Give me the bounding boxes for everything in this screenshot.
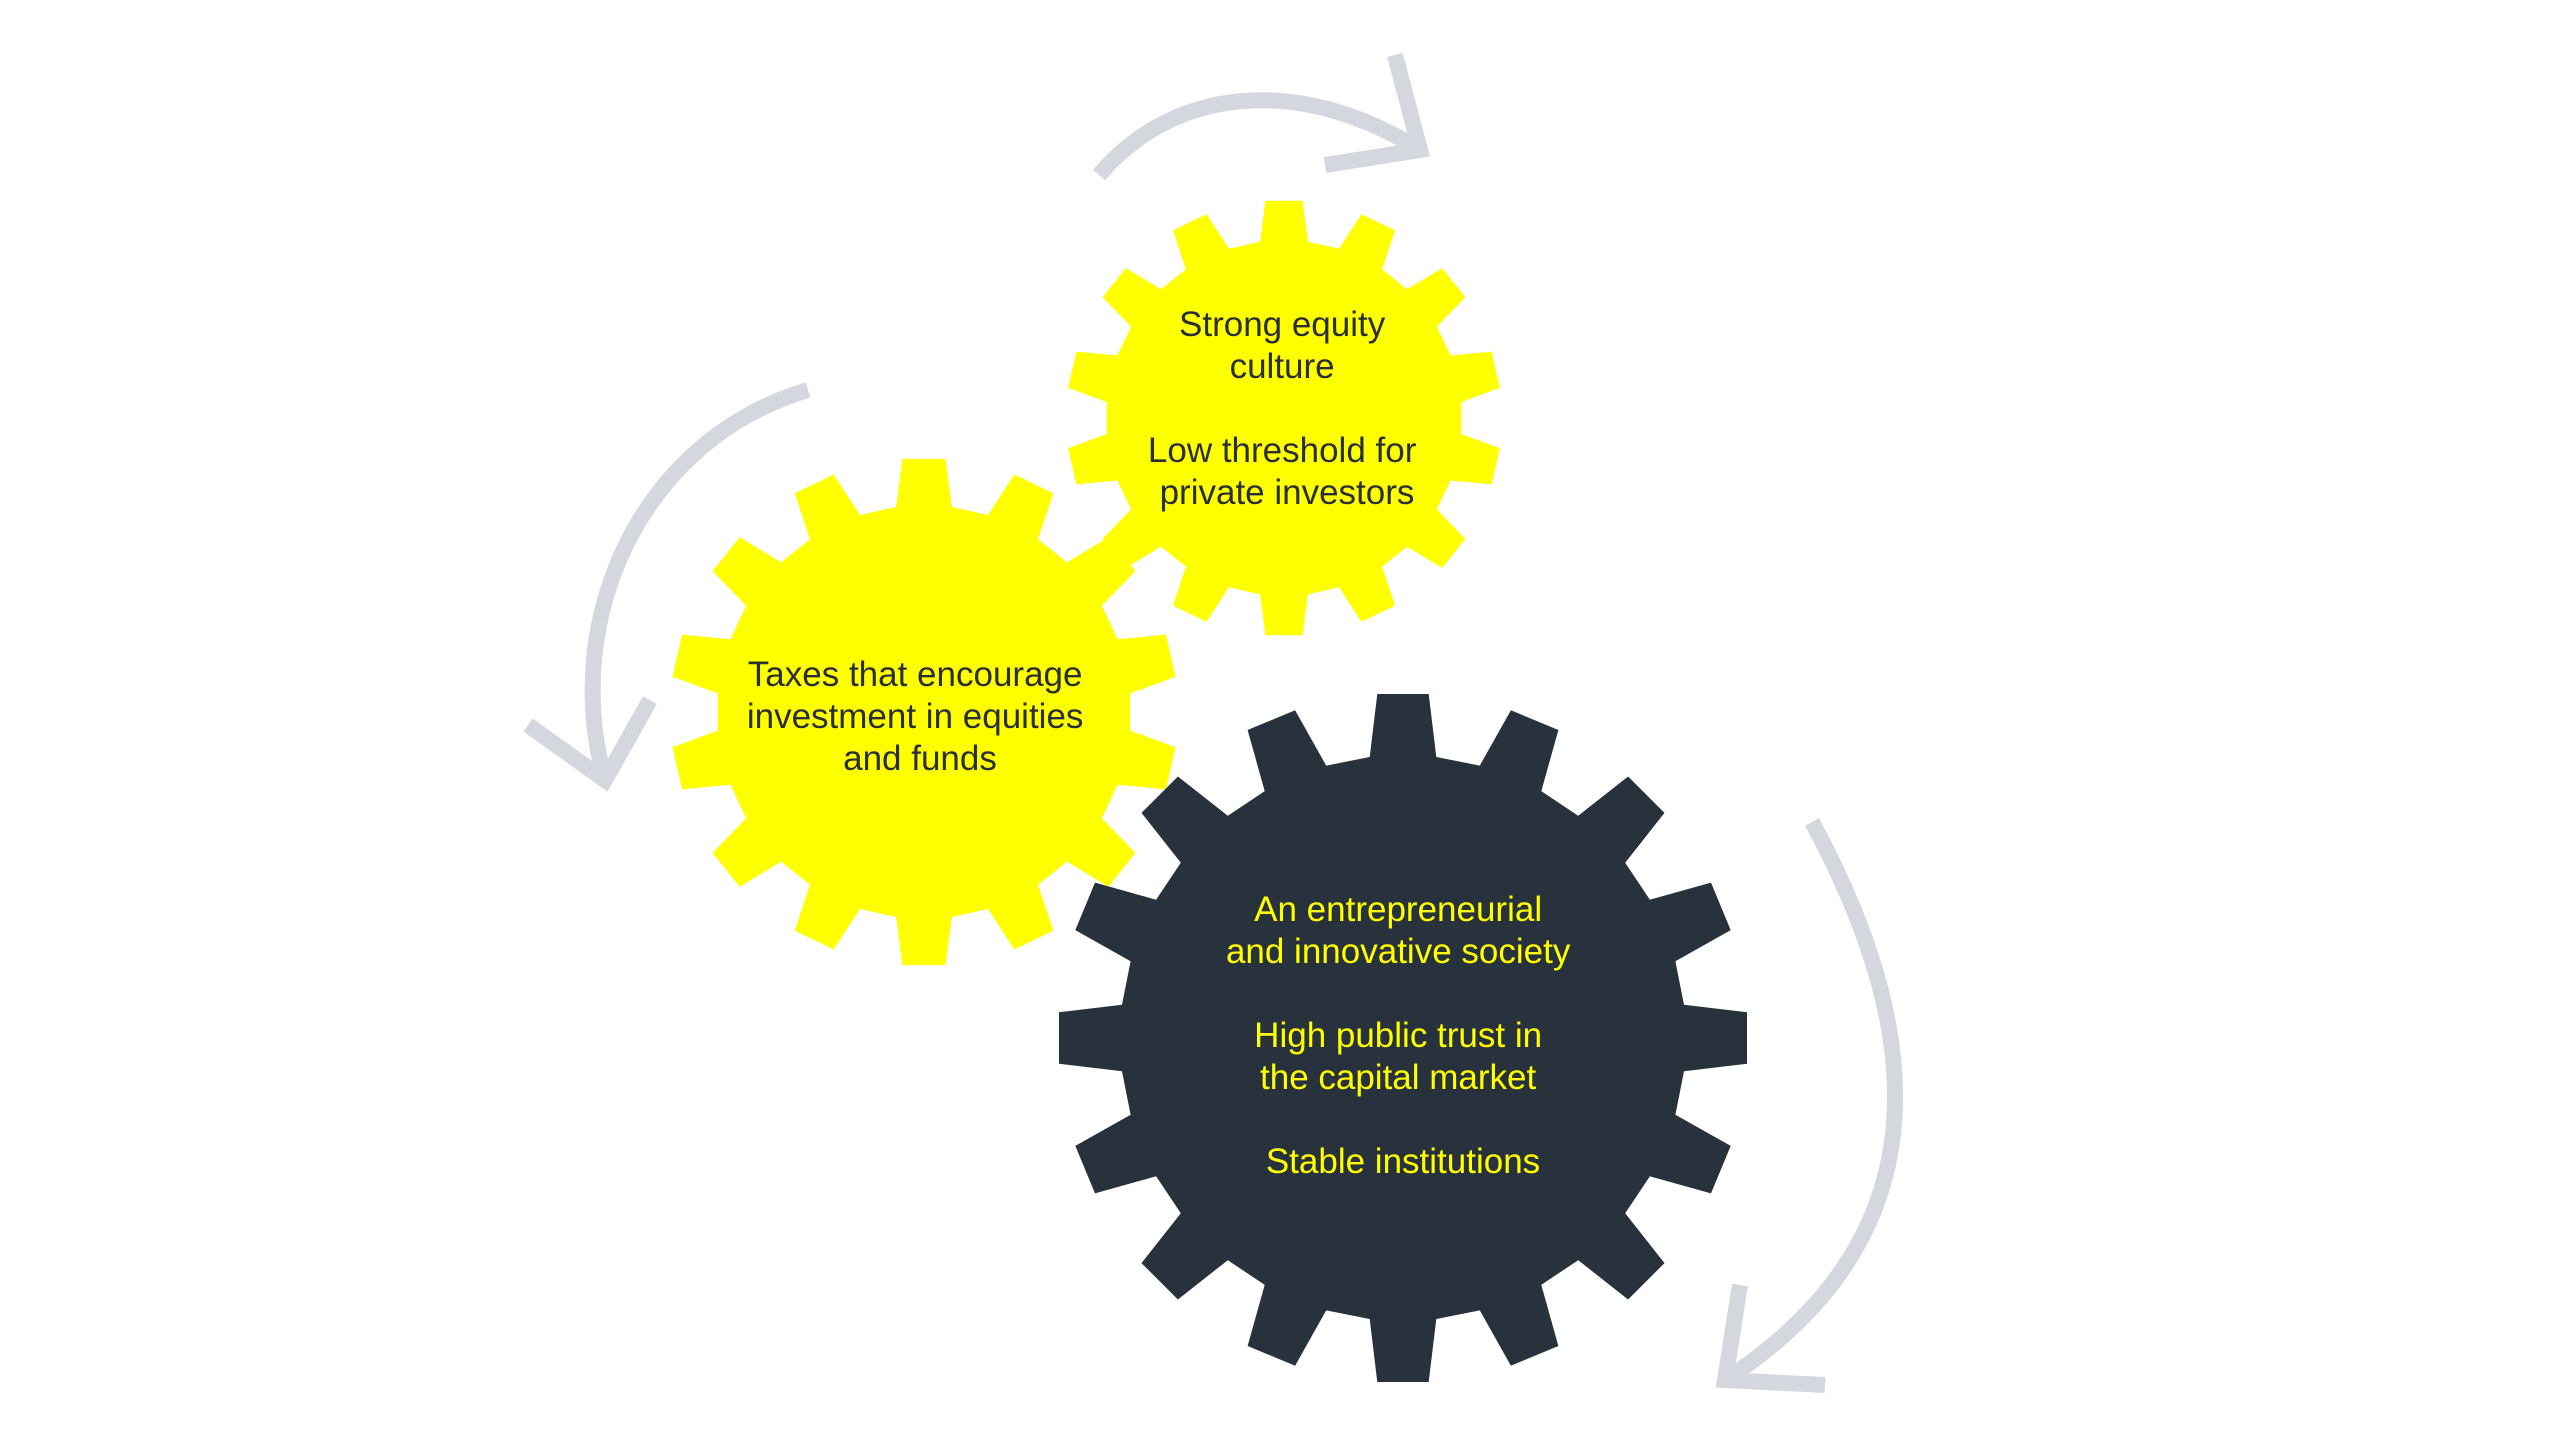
arrow-right: [1715, 818, 1904, 1393]
gear-bottom-line: High public trust in: [1254, 1016, 1542, 1055]
gear-left-line: and funds: [843, 739, 997, 778]
gear-top-line: Strong equity: [1179, 305, 1386, 344]
cycle-arrows: [523, 52, 1904, 1393]
gear-bottom-line: and innovative society: [1226, 932, 1571, 971]
gear-top-line: Low threshold for: [1148, 431, 1417, 470]
gear-top-label: Strong equity culture Low threshold for …: [1148, 305, 1426, 512]
gear-left-label: Taxes that encourage investment in equit…: [747, 655, 1093, 778]
arrow-top: [1092, 52, 1430, 181]
gear-bottom-line: An entrepreneurial: [1254, 890, 1542, 929]
gear-top-line: culture: [1230, 347, 1335, 386]
gear-bottom-label: An entrepreneurial and innovative societ…: [1226, 890, 1580, 1181]
gear-top: [1068, 200, 1500, 636]
gear-left: [672, 458, 1176, 966]
gear-left-line: Taxes that encourage: [748, 655, 1083, 694]
arrow-left: [523, 382, 811, 792]
gear-bottom-line: the capital market: [1260, 1058, 1537, 1097]
gear-left-line: investment in equities: [747, 697, 1084, 736]
gear-bottom-line: Stable institutions: [1266, 1142, 1540, 1181]
gear-bottom: [1059, 694, 1747, 1382]
gear-top-line: private investors: [1160, 473, 1415, 512]
